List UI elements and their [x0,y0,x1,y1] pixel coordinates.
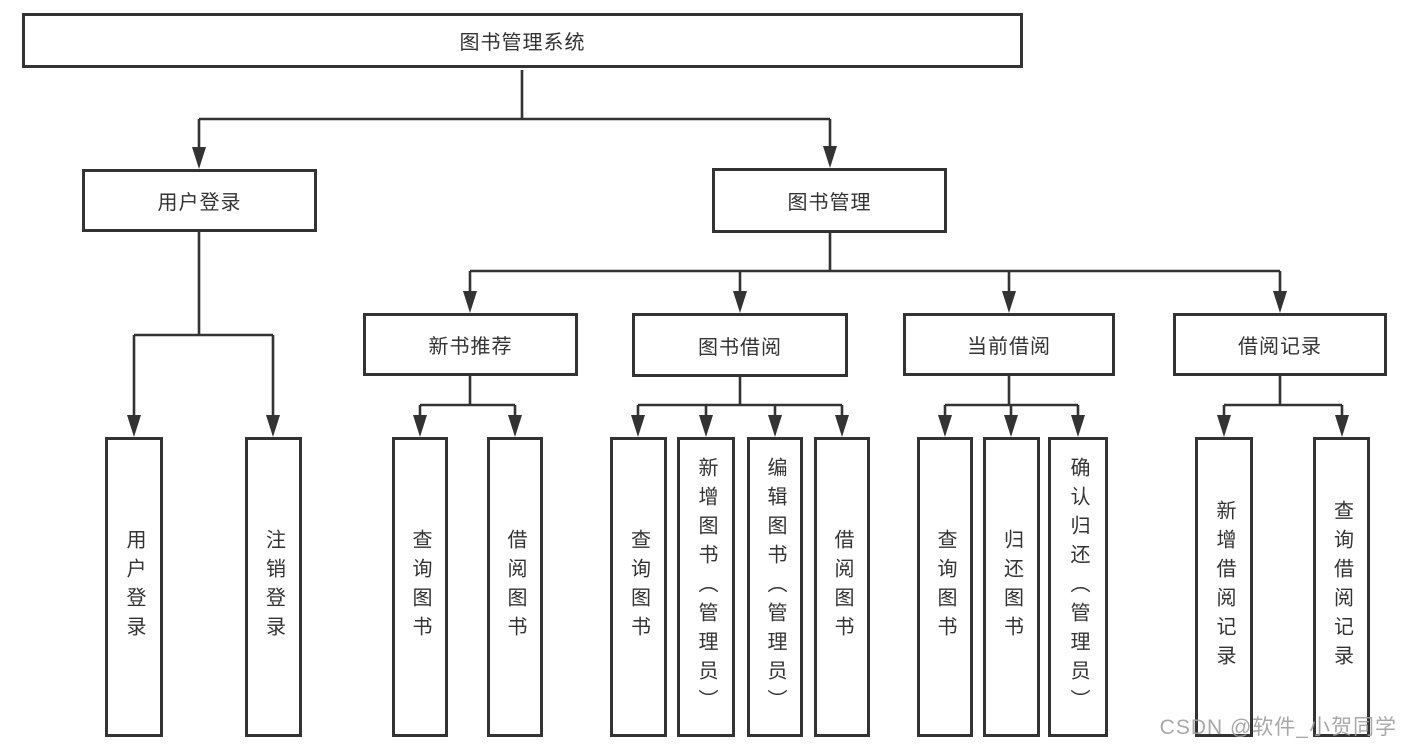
connector-bookmgmt-to-level3 [468,233,1282,306]
leaf-label: 查询图书 [934,529,956,645]
arrowhead [1273,291,1287,313]
arrowhead [1071,415,1085,437]
leaf-query-books-borrow: 查询图书 [610,437,667,737]
leaf-logout: 注销登录 [245,437,302,737]
node-user-login: 用户登录 [82,169,317,232]
node-label: 新书推荐 [428,336,513,358]
leaf-borrow-books: 借阅图书 [814,437,870,737]
arrowhead [266,415,280,437]
node-root-label: 图书管理系统 [459,32,586,54]
leaf-label: 借阅图书 [831,529,853,645]
arrowhead [463,291,477,313]
node-current-borrow: 当前借阅 [903,313,1115,376]
arrowhead [1217,415,1231,437]
leaf-borrow-books-recommend: 借阅图书 [487,437,543,737]
arrowhead [192,147,206,169]
node-label: 借阅记录 [1238,336,1322,358]
node-root: 图书管理系统 [22,13,1023,68]
leaf-return-books: 归还图书 [983,437,1040,737]
leaf-label: 查询借阅记录 [1330,500,1353,674]
node-new-book-recommend: 新书推荐 [363,313,578,376]
arrowhead [699,415,713,437]
node-label: 当前借阅 [967,336,1051,358]
node-label: 用户登录 [157,192,242,214]
leaf-label: 新增图书（管理员） [695,456,717,718]
leaf-confirm-return-admin: 确认归还（管理员） [1048,437,1108,737]
arrowhead [1002,291,1016,313]
node-label: 图书借阅 [698,336,782,359]
node-book-borrow: 图书借阅 [632,313,848,377]
arrowhead [1004,415,1018,437]
leaf-label: 借阅图书 [504,529,526,645]
arrowhead [1335,415,1349,437]
leaf-query-books-recommend: 查询图书 [392,437,448,737]
leaf-label: 确认归还（管理员） [1067,456,1089,718]
leaf-query-books-current: 查询图书 [917,437,973,737]
arrowhead [768,415,782,437]
leaf-edit-books-admin: 编辑图书（管理员） [747,437,803,737]
csdn-watermark: CSDN @软件_小贺同学 [1159,716,1397,739]
leaf-label: 新增借阅记录 [1213,500,1235,674]
leaf-label: 注销登录 [262,529,285,645]
arrowhead [823,146,837,168]
connector-recommend-to-leaves [418,376,517,430]
connector-records-to-leaves [1222,376,1344,430]
leaf-label: 归还图书 [1000,529,1023,645]
leaf-label: 查询图书 [627,529,650,645]
connector-userlogin-to-leaves [132,232,275,430]
connector-root-to-level2 [197,70,832,162]
leaf-label: 查询图书 [409,529,431,645]
arrowhead [508,415,522,437]
arrowhead [733,291,747,313]
leaf-add-books-admin: 新增图书（管理员） [677,437,735,737]
arrowhead [631,415,645,437]
node-label: 图书管理 [787,192,872,214]
arrowhead [938,415,952,437]
leaf-label: 用户登录 [123,529,145,645]
arrowhead [835,415,849,437]
leaf-query-borrow-record: 查询借阅记录 [1313,437,1370,737]
node-book-management: 图书管理 [712,168,947,233]
leaf-add-borrow-record: 新增借阅记录 [1195,437,1253,737]
node-borrow-records: 借阅记录 [1173,313,1387,376]
connector-borrow-to-leaves [636,377,844,430]
leaf-label: 编辑图书（管理员） [764,456,786,718]
arrowhead [127,415,141,437]
leaf-user-login: 用户登录 [105,437,163,737]
arrowhead [413,415,427,437]
